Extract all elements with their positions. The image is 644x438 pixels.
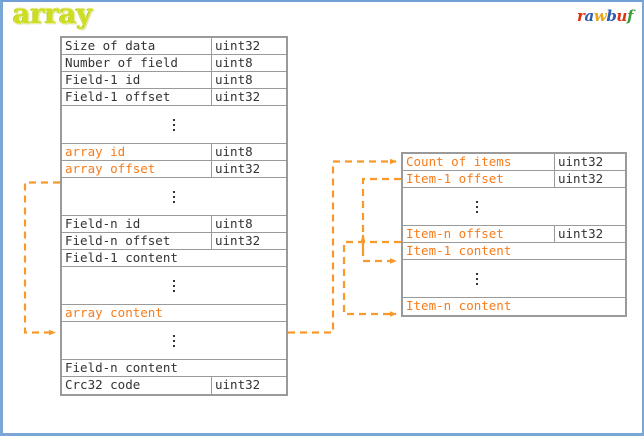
field-name-cell: Field-n id xyxy=(65,216,141,231)
field-type-cell: uint32 xyxy=(211,89,286,105)
ellipsis-row xyxy=(62,322,286,360)
field-name-cell: Field-n offset xyxy=(65,233,171,248)
field-type-cell: uint32 xyxy=(554,154,625,170)
field-name-cell: Crc32 code xyxy=(65,377,141,392)
vertical-ellipsis-icon xyxy=(173,279,176,292)
field-type-cell: uint8 xyxy=(211,144,286,160)
logo-letter-a-1: a xyxy=(584,7,594,25)
vertical-ellipsis-icon xyxy=(173,118,176,131)
field-name-cell: array content xyxy=(65,305,163,320)
ellipsis-row xyxy=(62,267,286,305)
field-type-cell: uint32 xyxy=(554,171,625,187)
vertical-ellipsis-icon xyxy=(173,334,176,347)
table-row: Field-1 offset uint32 xyxy=(62,89,286,106)
table-row: Item-1 offset uint32 xyxy=(403,171,625,188)
field-name-cell: array offset xyxy=(65,161,156,176)
field-name-cell: Field-1 content xyxy=(65,250,178,265)
logo-letter-b-3: b xyxy=(606,7,617,25)
wire-itemn-offset-to-itemn-content xyxy=(342,240,401,317)
table-row: array offset uint32 xyxy=(62,161,286,178)
field-name-cell: Item-1 offset xyxy=(406,171,504,186)
field-name-cell: Field-n content xyxy=(65,360,178,375)
logo-letter-u-4: u xyxy=(616,7,627,25)
field-type-cell: uint32 xyxy=(211,38,286,54)
page-title: array xyxy=(13,0,93,30)
ellipsis-row xyxy=(62,106,286,144)
table-row: Count of items uint32 xyxy=(403,154,625,171)
field-name-cell: Field-1 id xyxy=(65,72,141,87)
table-row: Item-n offset uint32 xyxy=(403,226,625,243)
field-name-cell: array id xyxy=(65,144,126,159)
ellipsis-row xyxy=(403,188,625,226)
table-row: Field-n content xyxy=(62,360,286,377)
table-row: Field-n id uint8 xyxy=(62,216,286,233)
table-row: Item-n content xyxy=(403,298,625,315)
logo-letter-w-2: w xyxy=(593,7,607,25)
table-row: Field-n offset uint32 xyxy=(62,233,286,250)
field-type-cell: uint32 xyxy=(554,226,625,242)
field-name-cell: Item-1 content xyxy=(406,243,512,258)
table-row: array content xyxy=(62,305,286,322)
logo-letter-r-0: r xyxy=(576,7,585,25)
table-row: Field-1 content xyxy=(62,250,286,267)
logo-letter-f-5: f xyxy=(626,7,633,25)
field-type-cell: uint8 xyxy=(211,55,286,71)
field-name-cell: Item-n content xyxy=(406,298,512,313)
field-name-cell: Item-n offset xyxy=(406,226,504,241)
field-type-cell: uint32 xyxy=(211,377,286,394)
field-type-cell: uint32 xyxy=(211,233,286,249)
field-type-cell: uint8 xyxy=(211,216,286,232)
table-row: Number of field uint8 xyxy=(62,55,286,72)
table-row: Size of data uint32 xyxy=(62,38,286,55)
vertical-ellipsis-icon xyxy=(475,272,478,285)
rawbuf-logo[interactable]: rawbuf xyxy=(577,7,633,25)
field-type-cell: uint32 xyxy=(211,161,286,177)
vertical-ellipsis-icon xyxy=(173,190,176,203)
field-name-cell: Field-1 offset xyxy=(65,89,171,104)
table-row: Item-1 content xyxy=(403,243,625,260)
wire-item1-offset-to-item1-content xyxy=(361,177,401,264)
field-name-cell: Number of field xyxy=(65,55,178,70)
field-name-cell: Count of items xyxy=(406,154,512,169)
table-row: array id uint8 xyxy=(62,144,286,161)
table-row: Field-1 id uint8 xyxy=(62,72,286,89)
ellipsis-row xyxy=(403,260,625,298)
field-type-cell: uint8 xyxy=(211,72,286,88)
field-name-cell: Size of data xyxy=(65,38,156,53)
wire-array-content-to-count-of-items xyxy=(288,158,397,334)
table-row: Crc32 code uint32 xyxy=(62,377,286,394)
vertical-ellipsis-icon xyxy=(475,200,478,213)
ellipsis-row xyxy=(62,178,286,216)
wire-array-offset-to-array-content xyxy=(23,181,60,336)
